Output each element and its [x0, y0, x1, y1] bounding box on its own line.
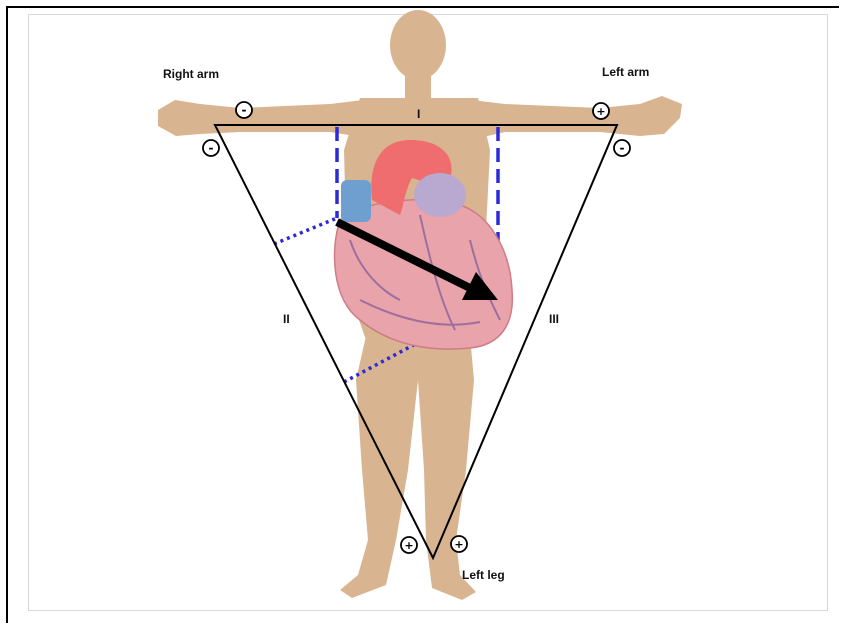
left-leg-label: Left leg — [462, 568, 505, 582]
neck — [405, 72, 431, 102]
svg-text:+: + — [404, 539, 413, 552]
polarity-right-arm-corner: - — [203, 140, 219, 156]
left-arm-label: Left arm — [602, 65, 649, 79]
superior-vena-cava — [341, 180, 371, 222]
right-arm-label: Right arm — [163, 67, 219, 81]
pulmonary-artery — [414, 173, 466, 217]
polarity-left-leg-right: + — [451, 536, 467, 552]
head — [390, 10, 446, 80]
lead-I-label: I — [417, 107, 420, 121]
left-leg-shape — [340, 336, 418, 598]
projection-line-lead-II-start — [274, 218, 337, 244]
svg-text:+: + — [596, 105, 605, 118]
right-leg-shape — [418, 336, 476, 600]
svg-text:-: - — [209, 141, 214, 155]
svg-text:+: + — [454, 538, 463, 551]
polarity-left-leg-left: + — [401, 537, 417, 553]
heart-body — [335, 200, 513, 349]
lead-II-label: II — [283, 312, 290, 326]
polarity-left-arm-corner: - — [614, 140, 630, 156]
polarity-left-arm-top: + — [593, 103, 609, 119]
svg-text:-: - — [620, 141, 625, 155]
polarity-right-arm-top: - — [236, 102, 252, 118]
svg-text:-: - — [242, 103, 247, 117]
lead-III-label: III — [549, 312, 559, 326]
